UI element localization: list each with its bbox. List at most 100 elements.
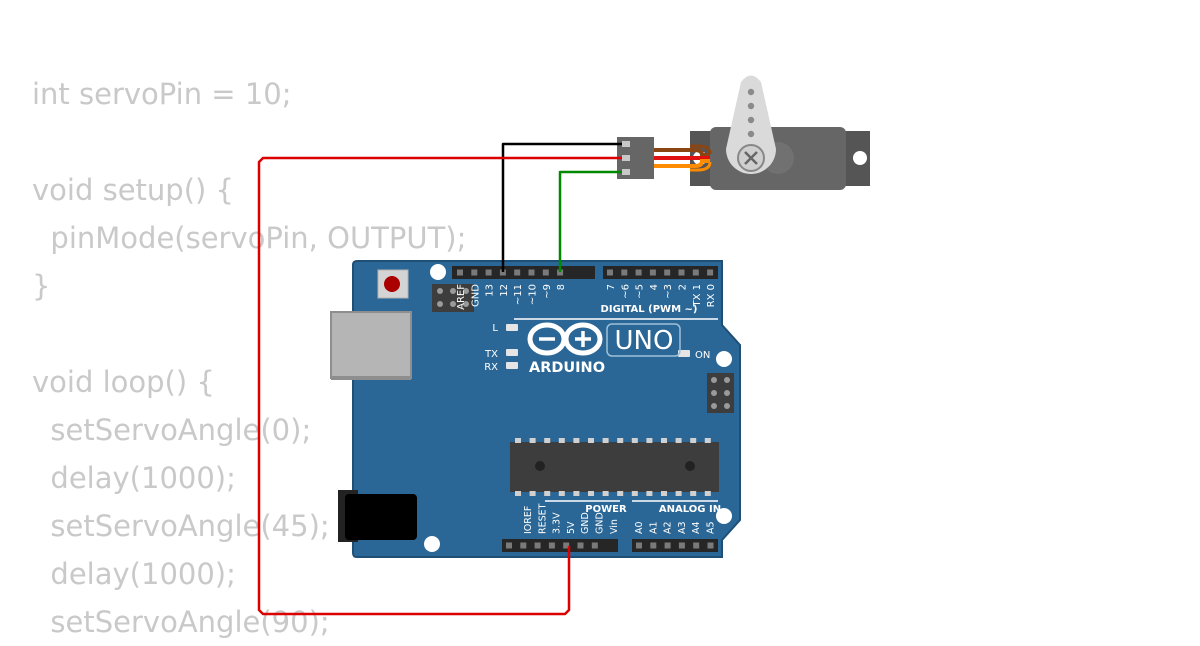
pin-hole[interactable] [707, 542, 714, 549]
pin-hole[interactable] [664, 542, 671, 549]
pin-hole[interactable] [649, 269, 656, 276]
servo-cable-brown [652, 148, 710, 157]
pin-hole[interactable] [557, 269, 564, 276]
pin-label: 2 [678, 284, 689, 290]
pin-hole[interactable] [528, 269, 535, 276]
analog-header-label: ANALOG IN [659, 504, 721, 515]
mounting-hole [430, 264, 446, 280]
pin-hole[interactable] [577, 542, 584, 549]
pin-hole[interactable] [707, 269, 714, 276]
pin-hole[interactable] [635, 269, 642, 276]
pin-label: ~5 [635, 284, 646, 299]
analog-header[interactable] [632, 539, 718, 552]
pin-hole[interactable] [650, 542, 657, 549]
pin-label: GND [470, 284, 481, 307]
pin-label: 5V [566, 521, 577, 534]
pin-label: 3.3V [552, 512, 563, 534]
pin-hole[interactable] [563, 542, 570, 549]
pin-hole[interactable] [678, 269, 685, 276]
code-line: setServoAngle(0); [32, 413, 312, 447]
mount-hole [853, 151, 867, 165]
pin-hole[interactable] [471, 269, 478, 276]
servo-motor[interactable] [617, 75, 870, 191]
horn-hole [747, 130, 755, 138]
pin-hole[interactable] [457, 269, 463, 276]
pin-label: GND [580, 512, 591, 534]
connector-pin [622, 155, 630, 161]
mounting-hole [716, 351, 732, 367]
pin-hole[interactable] [636, 542, 642, 549]
tx-led [506, 349, 518, 356]
mounting-hole [424, 536, 440, 552]
atmega-chip [510, 438, 719, 496]
pin-label: A2 [663, 521, 674, 534]
model-label: UNO [615, 326, 674, 356]
pin-label: GND [595, 512, 606, 534]
model-badge [606, 323, 681, 357]
pin-hole[interactable] [692, 269, 699, 276]
icsp-header-left [432, 284, 474, 312]
power-header-label: POWER [585, 504, 627, 515]
pin-hole[interactable] [607, 269, 613, 276]
pin-label: 4 [649, 284, 660, 290]
pin-label: Vin [609, 519, 620, 534]
barrel-jack [345, 494, 417, 540]
pin-hole[interactable] [534, 542, 541, 549]
pin-label: 7 [606, 284, 617, 290]
servo-cable-orange-2 [690, 161, 712, 172]
code-line: pinMode(servoPin, OUTPUT); [32, 221, 467, 255]
pin-label: ~9 [542, 284, 553, 299]
digital-header-left[interactable] [452, 266, 595, 279]
mounting-hole [716, 508, 732, 524]
pin-hole[interactable] [664, 269, 671, 276]
pin-label: A3 [677, 521, 688, 534]
code-line: delay(1000); [32, 557, 236, 591]
on-led [678, 350, 690, 357]
pin-hole[interactable] [548, 542, 555, 549]
on-led-label: ON [695, 350, 710, 361]
servo-cable-brown-2 [690, 144, 712, 155]
pin-label: AREF [456, 284, 467, 310]
wire-power[interactable] [257, 156, 622, 616]
rx-led [506, 362, 518, 369]
pin-hole[interactable] [485, 269, 492, 276]
reset-button[interactable] [384, 276, 400, 292]
pin-hole[interactable] [520, 542, 527, 549]
pin-label: A4 [691, 521, 702, 534]
usb-connector-shadow [331, 376, 411, 380]
pin-label: 13 [485, 284, 496, 297]
usb-connector [330, 311, 412, 379]
pin-label: ~6 [620, 284, 631, 299]
power-header[interactable] [502, 539, 618, 552]
pin-hole[interactable] [678, 542, 685, 549]
l-led-label: L [492, 323, 498, 334]
connector-pin [622, 169, 630, 175]
code-line: delay(1000); [32, 461, 236, 495]
pin-hole[interactable] [499, 269, 506, 276]
pin-hole[interactable] [514, 269, 521, 276]
code-listing: int servoPin = 10;void setup() { pinMode… [32, 70, 466, 646]
pin-hole[interactable] [542, 269, 549, 276]
tx-led-label: TX [484, 349, 498, 360]
wire-ground[interactable] [501, 142, 622, 272]
digital-header-right[interactable] [603, 266, 718, 279]
pin-label: ~3 [663, 284, 674, 299]
pin-label: ~10 [528, 284, 539, 305]
pin-hole[interactable] [591, 542, 598, 549]
pin-hole[interactable] [621, 269, 628, 276]
pin-hole[interactable] [506, 542, 512, 549]
pin-hole[interactable] [693, 542, 700, 549]
servo-horn[interactable] [726, 75, 776, 175]
pin-label: A0 [634, 521, 645, 534]
icsp-header-right [707, 373, 734, 413]
connector-pin [622, 141, 630, 147]
pin-label: 12 [499, 284, 510, 297]
horn-hole [747, 102, 755, 110]
code-line: int servoPin = 10; [32, 77, 292, 111]
pin-label: ~11 [513, 284, 524, 305]
digital-header-label: DIGITAL (PWM ~) [601, 304, 698, 315]
code-line: } [32, 269, 51, 303]
wire-signal[interactable] [558, 170, 622, 272]
